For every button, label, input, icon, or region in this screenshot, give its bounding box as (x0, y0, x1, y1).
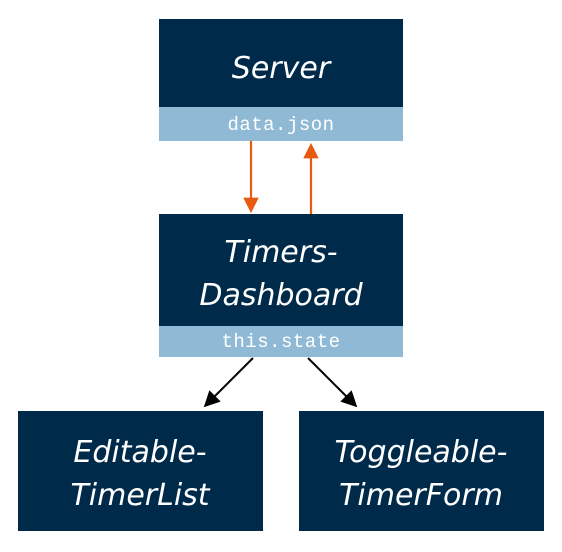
timers-dashboard-box (159, 214, 403, 326)
server-title: Server (232, 51, 332, 86)
server-box (159, 19, 403, 107)
timers-dashboard-title-line1: Timers- (224, 235, 337, 270)
server-sub-band (159, 107, 403, 141)
editable-timer-list-box (18, 411, 263, 531)
server-node: Server data.json (159, 19, 403, 141)
editable-timer-list-title-line1: Editable- (73, 435, 206, 470)
server-sub-label: data.json (227, 114, 334, 136)
toggleable-timer-form-title-line1: Toggleable- (335, 435, 508, 470)
toggleable-timer-form-title-line2: TimerForm (339, 478, 503, 513)
timers-dashboard-sub-label: this.state (221, 331, 340, 353)
editable-timer-list-title-line2: TimerList (70, 478, 210, 513)
editable-timer-list-node: Editable- TimerList (18, 411, 263, 531)
timers-dashboard-node: Timers- Dashboard this.state (159, 214, 403, 357)
arrow-dashboard-to-editable-timer-list (203, 357, 254, 408)
toggleable-timer-form-node: Toggleable- TimerForm (299, 411, 544, 531)
toggleable-timer-form-box (299, 411, 544, 531)
arrow-dashboard-to-toggleable-timer-form (307, 357, 358, 408)
timers-dashboard-title-line2: Dashboard (199, 278, 363, 313)
timers-dashboard-sub-band (159, 326, 403, 357)
